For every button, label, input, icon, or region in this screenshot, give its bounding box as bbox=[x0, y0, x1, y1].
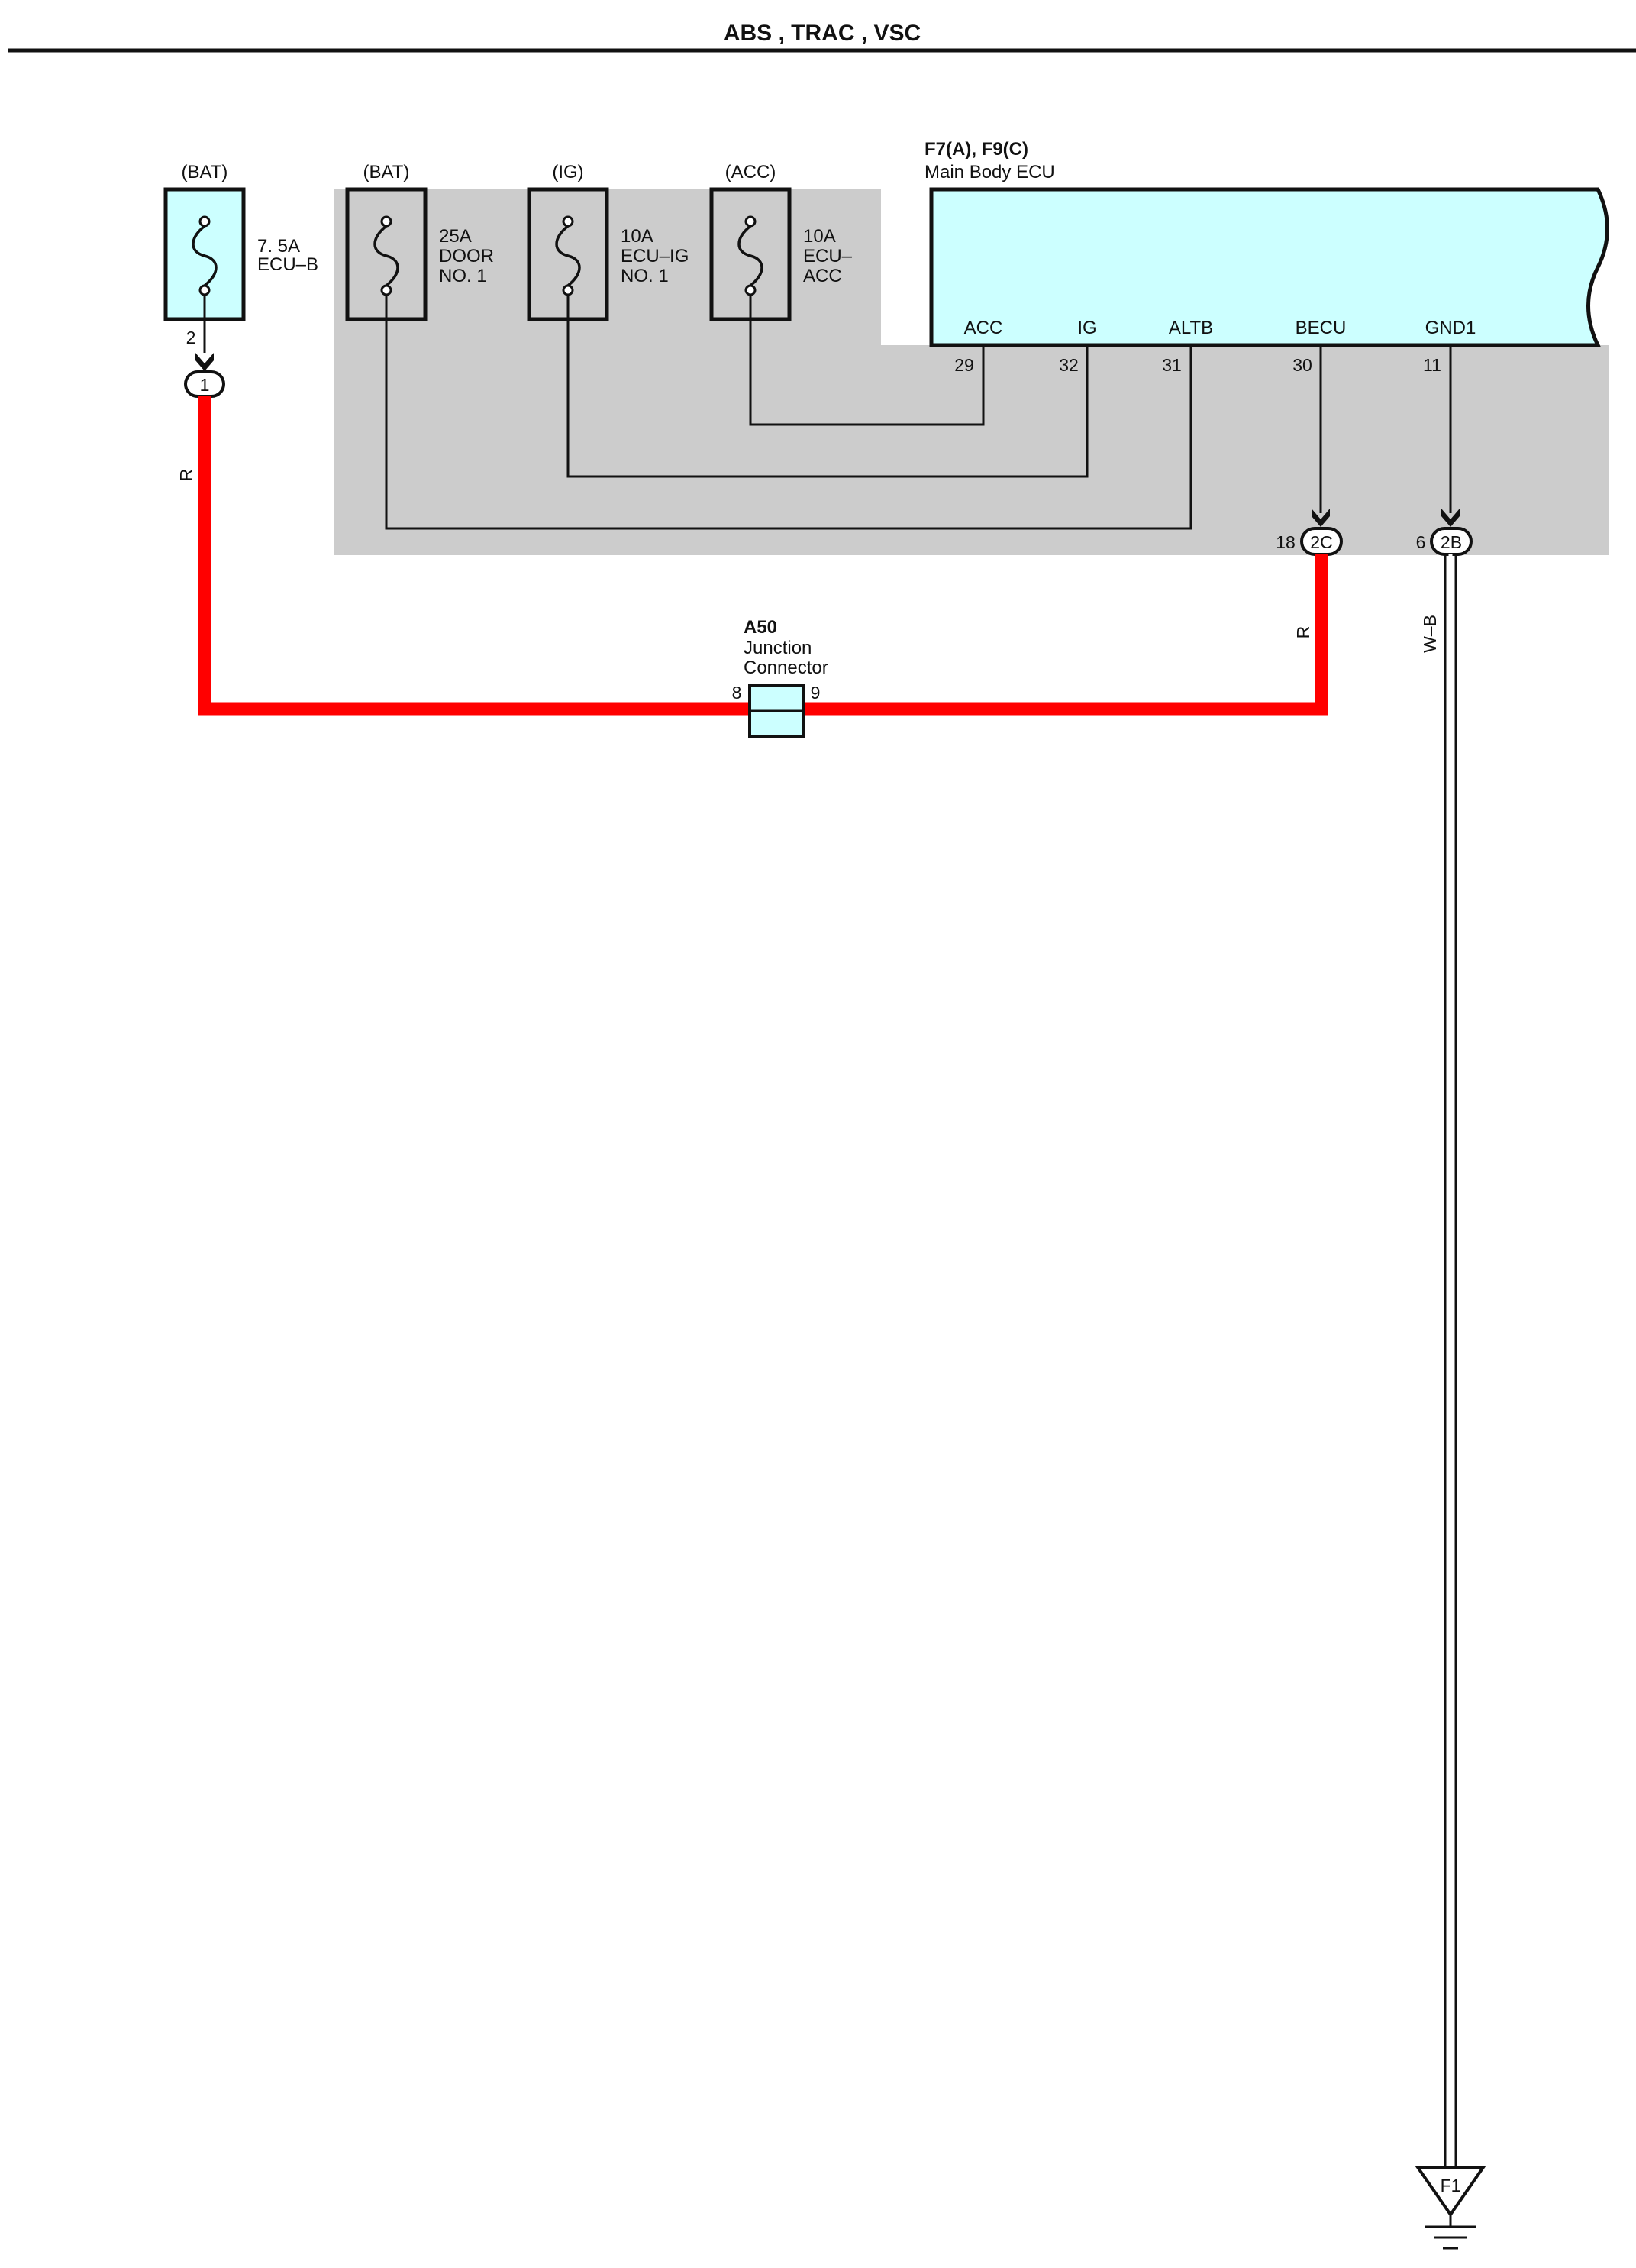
wire-altb bbox=[385, 295, 1192, 530]
wire-color-right: R bbox=[1293, 626, 1313, 639]
wire-color-left: R bbox=[176, 469, 196, 482]
ground-symbol bbox=[1425, 2215, 1476, 2250]
fuse-door1-number: NO. 1 bbox=[439, 266, 487, 286]
junction-name-2: Connector bbox=[744, 657, 828, 678]
junction-name-1: Junction bbox=[744, 638, 812, 658]
connector-1-arrow bbox=[195, 353, 214, 371]
fuse-ecu-ig1-name: ECU–IG bbox=[621, 246, 689, 267]
wire-ig bbox=[566, 295, 1089, 478]
connector-2b-arrow bbox=[1441, 509, 1460, 527]
fuse-source-ecu-acc: (ACC) bbox=[725, 162, 776, 183]
page-title: ABS , TRAC , VSC bbox=[724, 21, 921, 46]
fuse-source-ecu-ig1: (IG) bbox=[552, 162, 583, 183]
wire-red-right bbox=[803, 554, 1328, 716]
fuse-ecu-ig1-rating: 10A bbox=[621, 226, 653, 247]
connector-2c-pin: 18 bbox=[1276, 532, 1296, 552]
terminal-ig: IG bbox=[1077, 318, 1096, 338]
terminal-acc: ACC bbox=[964, 318, 1003, 338]
wire-red-left bbox=[198, 396, 751, 716]
junction-pin-right: 9 bbox=[811, 683, 821, 703]
fuse-source-ecu-b: (BAT) bbox=[182, 162, 228, 183]
fuse-source-door1: (BAT) bbox=[363, 162, 410, 183]
relay-block-area bbox=[334, 189, 1609, 555]
connector-2c-label: 2C bbox=[1310, 532, 1332, 552]
ground-point-f1 bbox=[1415, 2166, 1486, 2218]
pin-altb: 31 bbox=[1162, 355, 1182, 375]
pin-gnd1: 11 bbox=[1423, 355, 1441, 375]
connector-2b-pin: 6 bbox=[1416, 532, 1426, 552]
junction-code: A50 bbox=[744, 617, 777, 638]
wire-acc bbox=[749, 295, 985, 426]
wire-ground-wb bbox=[1444, 554, 1457, 2169]
wire-color-ground: W–B bbox=[1420, 615, 1440, 653]
main-body-ecu-box bbox=[929, 187, 1609, 347]
fuse-ecu-acc-suffix: ACC bbox=[803, 266, 842, 286]
fuse-ecu-b-rating: 7. 5A bbox=[257, 236, 300, 257]
ecu-name: Main Body ECU bbox=[924, 162, 1055, 183]
connector-1-label: 1 bbox=[200, 375, 210, 395]
fuse-ecu-acc-rating: 10A bbox=[803, 226, 836, 247]
connector-2b-label: 2B bbox=[1441, 532, 1462, 552]
terminal-becu: BECU bbox=[1296, 318, 1347, 338]
ecu-code: F7(A), F9(C) bbox=[924, 139, 1028, 160]
terminal-gnd1: GND1 bbox=[1425, 318, 1476, 338]
ecu-b-pin-label: 2 bbox=[186, 328, 196, 347]
pin-acc: 29 bbox=[954, 355, 974, 375]
fuse-ecu-ig1-number: NO. 1 bbox=[621, 266, 669, 286]
fuse-ecu-b-name: ECU–B bbox=[257, 254, 318, 275]
connector-2c-arrow bbox=[1312, 509, 1330, 527]
fuse-door1-rating: 25A bbox=[439, 226, 472, 247]
fuse-door1-name: DOOR bbox=[439, 246, 494, 267]
pin-ig: 32 bbox=[1059, 355, 1079, 375]
junction-pin-left: 8 bbox=[732, 683, 742, 703]
fuse-ecu-acc-name: ECU– bbox=[803, 246, 853, 267]
pin-becu: 30 bbox=[1292, 355, 1312, 375]
ground-label: F1 bbox=[1441, 2176, 1461, 2195]
terminal-altb: ALTB bbox=[1169, 318, 1213, 338]
